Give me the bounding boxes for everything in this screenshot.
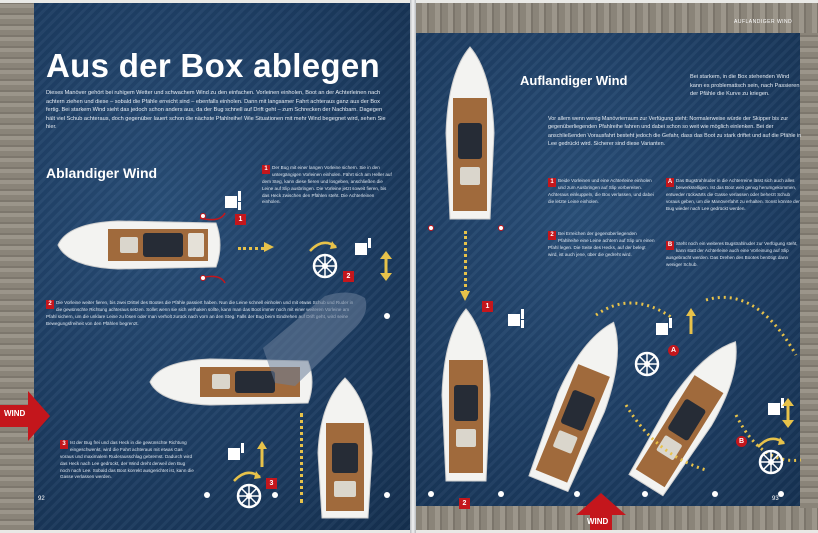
page-title: Aus der Box ablegen — [46, 47, 380, 84]
route-arrow-icon — [460, 291, 470, 301]
pile-marker-icon — [428, 491, 434, 497]
intro-text: Vor allem wenn wenig Manövrierraum zur V… — [548, 116, 802, 148]
dock-side — [800, 33, 818, 508]
step-3-body: Ist der Bug frei und das Heck in die gew… — [60, 440, 194, 480]
boat-icon — [628, 341, 737, 497]
pile-marker-icon — [428, 225, 434, 231]
boat-icon — [528, 321, 618, 493]
page-left: Aus der Box ablegen Dieses Manöver gehör… — [0, 3, 410, 530]
page-right: Auflandiger Wind Auflandiger Wind Bei st… — [416, 3, 818, 530]
step-1-body: Der Bug mit einer langen Vorleine sicher… — [262, 165, 392, 205]
pile-marker-icon — [200, 275, 206, 281]
steering-wheel-icon — [758, 449, 784, 475]
pile-marker-icon — [778, 491, 784, 497]
turn-arrow-icon — [757, 437, 785, 448]
boat-icon — [445, 46, 495, 220]
pile-marker-icon — [498, 225, 504, 231]
page-number: 93 — [772, 496, 779, 502]
step-2-body: Bei Erreichen der gegenüberliegenden Pfa… — [548, 231, 655, 257]
route-path — [300, 413, 303, 503]
step-number-2: 2 — [46, 300, 54, 309]
wind-label: WIND — [4, 409, 26, 418]
heading-side-text: Bei starkem, in die Box stehenden Wind k… — [690, 74, 800, 98]
step-1-text: 1 Beide Vorleinen und eine Achterleine e… — [548, 178, 656, 206]
wind-arrow-icon — [576, 493, 626, 530]
steering-wheel-icon — [236, 483, 262, 509]
pile-marker-icon — [384, 492, 390, 498]
route-arrow-icon — [264, 242, 274, 252]
rudder-arrow-icon — [782, 398, 794, 428]
step-number-1: 1 — [548, 178, 556, 187]
step-2-body: Die Vorleine weiter fieren, bis zwei Dri… — [46, 300, 354, 326]
steering-wheel-icon — [312, 253, 338, 279]
step-marker-1: 1 — [482, 301, 493, 312]
pile-marker-icon — [712, 491, 718, 497]
route-path — [464, 231, 467, 293]
step-2-text: 2 Die Vorleine weiter fieren, bis zwei D… — [46, 300, 356, 328]
step-3-text: 3 Ist der Bug frei und das Heck in die g… — [60, 440, 195, 481]
step-number-3: 3 — [60, 440, 68, 449]
step-marker-2: 2 — [343, 271, 354, 282]
step-number-a: A — [666, 178, 674, 187]
step-1-text: 1 Der Bug mit einer langen Vorleine sich… — [262, 165, 394, 206]
step-a-body: Das Bugstrahlruder in die Achterreine lä… — [666, 178, 800, 211]
throttle-lever-icon — [225, 191, 241, 210]
wind-label: WIND — [587, 517, 609, 526]
step-2-text: 2 Bei Erreichen der gegenüberliegenden P… — [548, 231, 656, 259]
step-marker-1: 1 — [235, 214, 246, 225]
pile-marker-icon — [204, 492, 210, 498]
rudder-arrow-icon — [257, 441, 267, 467]
dock-top — [416, 3, 818, 33]
throttle-lever-icon — [656, 318, 672, 335]
page-gutter — [410, 0, 416, 533]
wind-arrow-icon — [0, 391, 50, 441]
step-1-body: Beide Vorleinen und eine Achterleine ein… — [548, 178, 654, 204]
step-marker-2: 2 — [459, 498, 470, 509]
throttle-lever-icon — [228, 443, 244, 460]
heading-ablandiger-wind: Ablandiger Wind — [46, 165, 158, 181]
throttle-lever-icon — [508, 309, 524, 328]
route-path — [238, 247, 264, 250]
boat-ghost-icon — [263, 292, 367, 386]
step-number-2: 2 — [548, 231, 556, 240]
heading-auflandiger-wind: Auflandiger Wind — [520, 73, 628, 88]
pile-marker-icon — [200, 213, 206, 219]
throttle-lever-icon — [355, 238, 371, 255]
boat-icon — [57, 220, 221, 270]
boat-icon — [441, 308, 491, 482]
rudder-arrow-icon — [380, 251, 392, 281]
step-b-body: Steht noch ein weiteres Bugstrahlruder z… — [666, 241, 798, 267]
dock-left — [0, 3, 34, 530]
step-number-b: B — [666, 241, 674, 250]
step-marker-b: B — [736, 436, 747, 447]
step-marker-a: A — [668, 345, 679, 356]
pile-marker-icon — [384, 313, 390, 319]
section-label: Auflandiger Wind — [734, 19, 793, 25]
step-marker-3: 3 — [266, 478, 277, 489]
step-b-text: B Steht noch ein weiteres Bugstrahlruder… — [666, 241, 800, 269]
pile-marker-icon — [498, 491, 504, 497]
route-path — [595, 295, 802, 472]
step-number-1: 1 — [262, 165, 270, 174]
boat-icon — [317, 377, 373, 519]
pile-marker-icon — [574, 491, 580, 497]
pile-marker-icon — [642, 491, 648, 497]
steering-wheel-icon — [634, 351, 660, 377]
step-a-text: A Das Bugstrahlruder in die Achterreine … — [666, 178, 800, 212]
throttle-lever-icon — [768, 398, 784, 415]
turn-arrow-icon — [233, 471, 261, 482]
turn-arrow-icon — [309, 241, 337, 252]
pile-marker-icon — [272, 492, 278, 498]
intro-text: Dieses Manöver gehört bei ruhigem Wetter… — [46, 90, 386, 130]
page-number: 92 — [38, 496, 45, 502]
rudder-arrow-icon — [686, 308, 696, 334]
